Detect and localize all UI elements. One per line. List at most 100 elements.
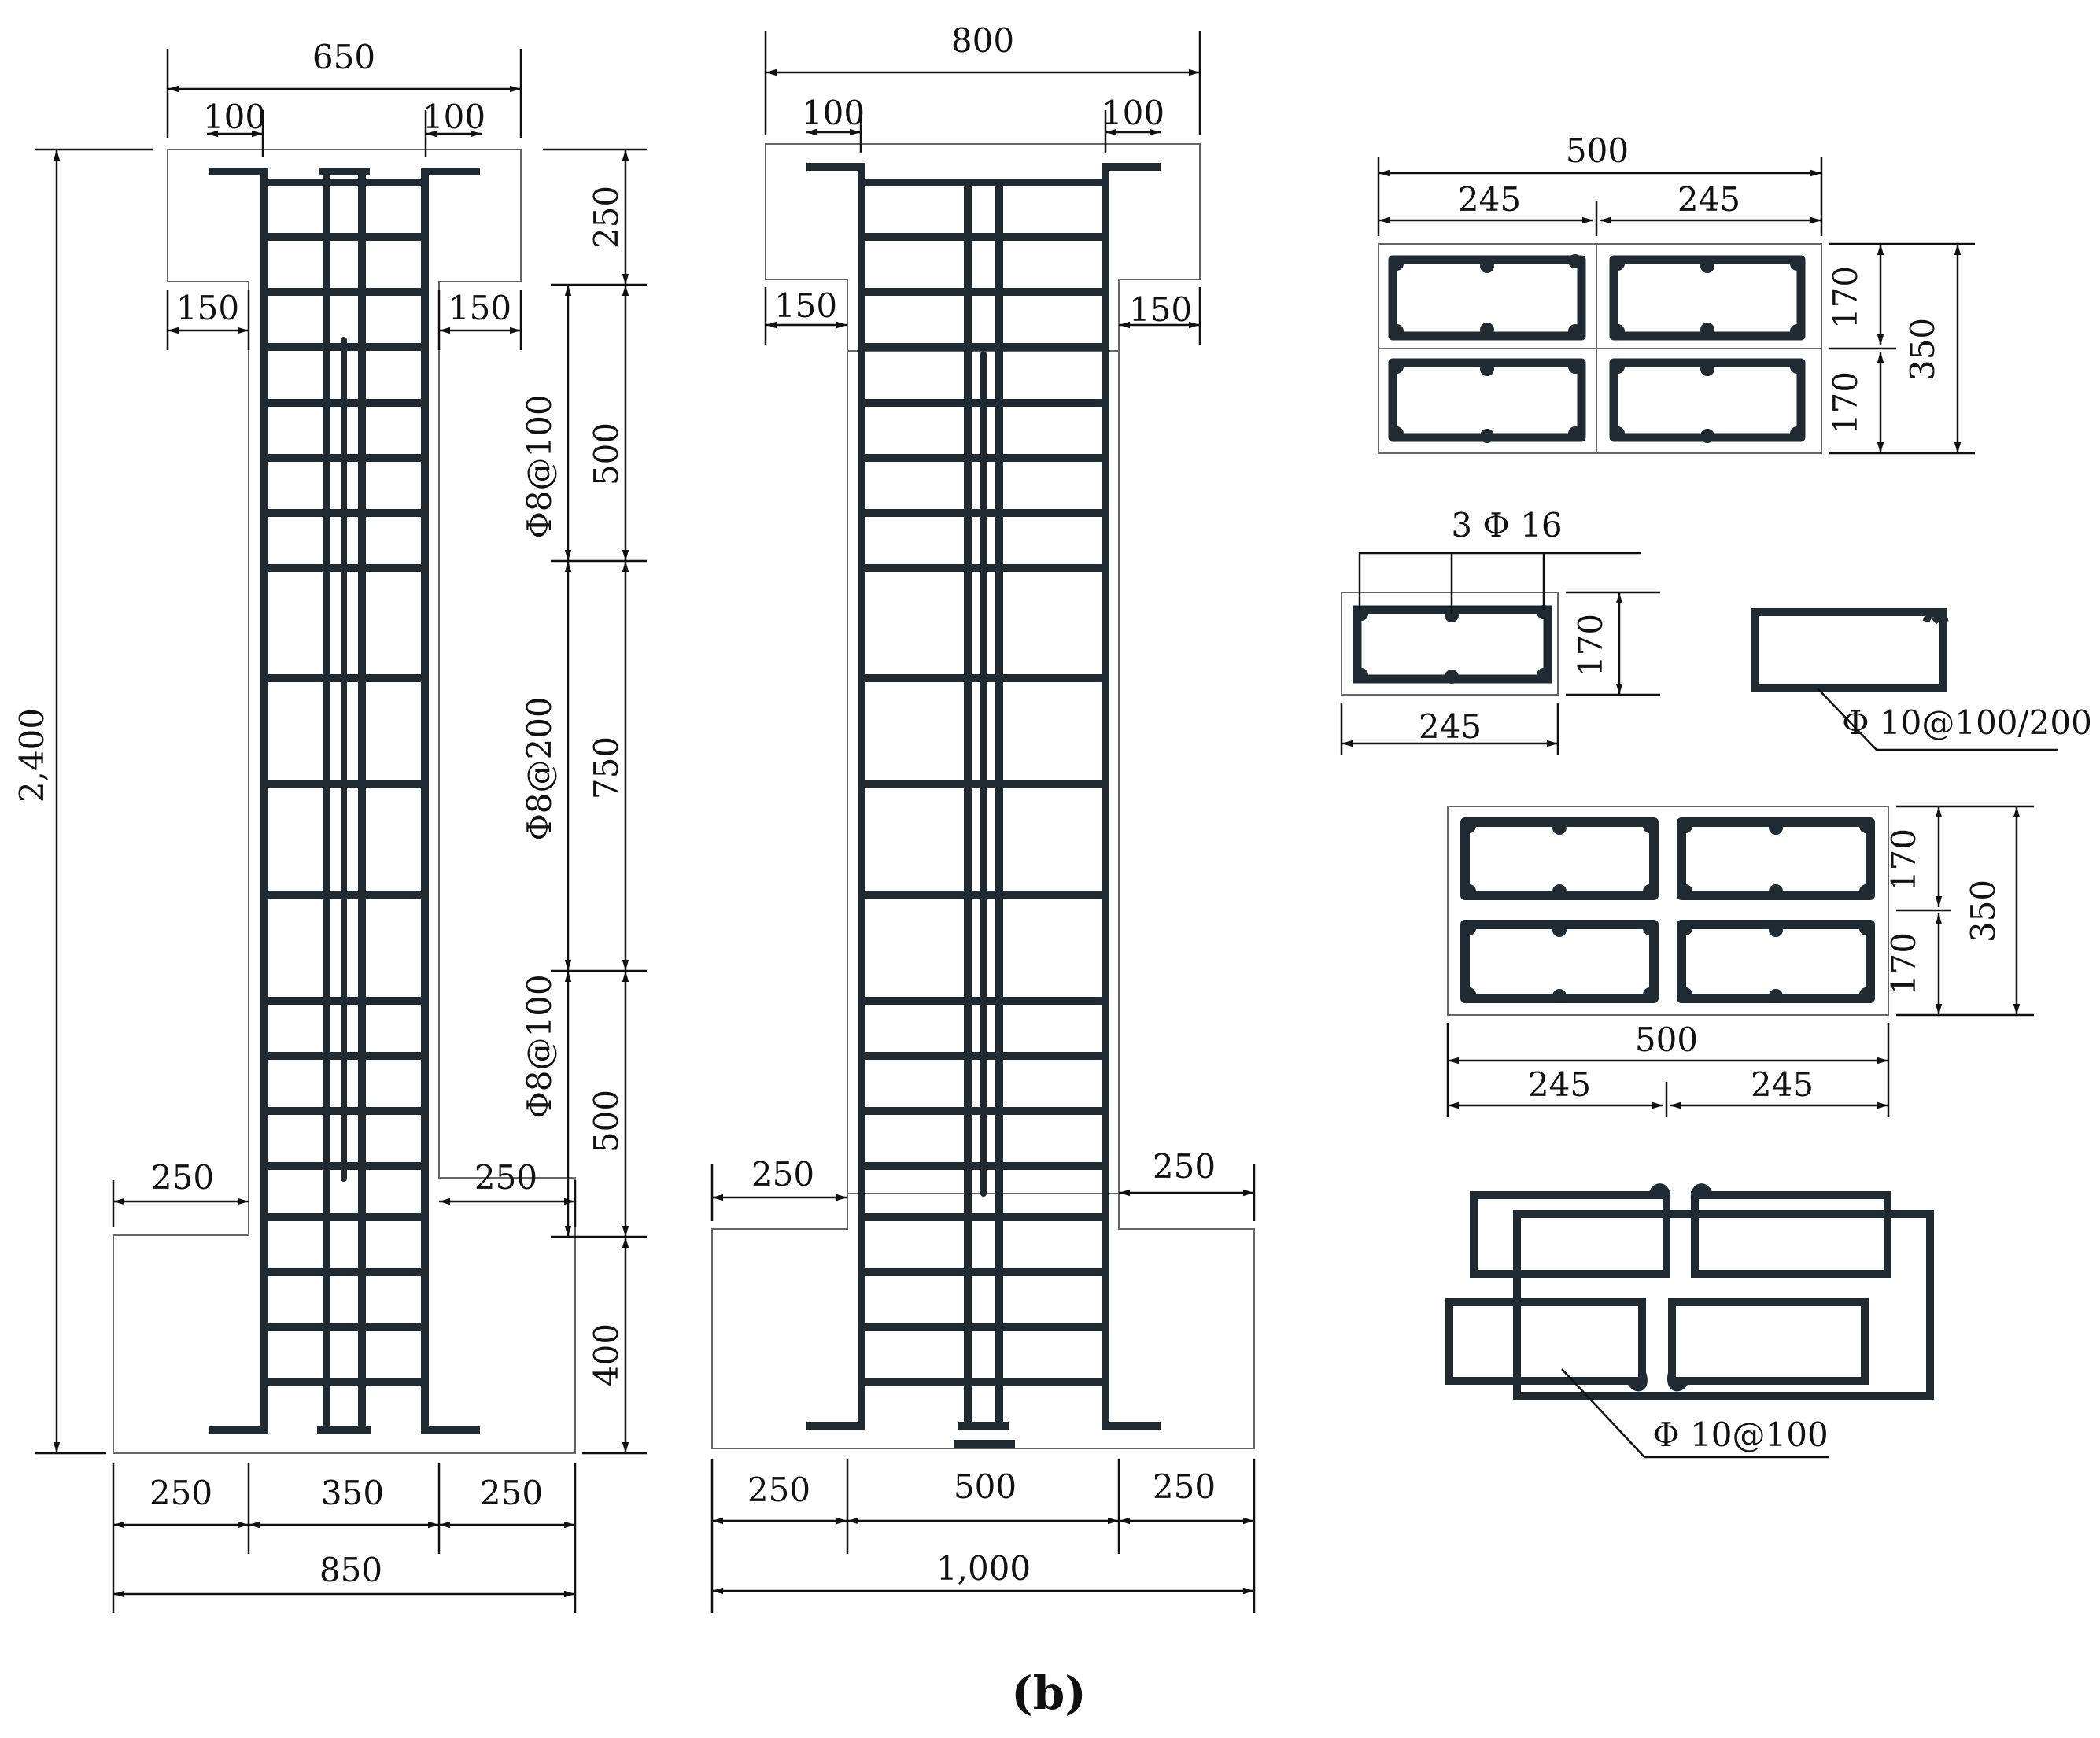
rebar-dot — [1790, 256, 1804, 271]
rebar-dot — [1445, 608, 1459, 622]
dim-bottom-b-right: 500 — [954, 1467, 1017, 1506]
rebar-dot — [1480, 362, 1494, 376]
rebar-dot — [1390, 324, 1404, 338]
rebar-dot — [1480, 259, 1494, 273]
rebar-dot — [1790, 324, 1804, 338]
stirrup-label-1: Φ8@100 — [520, 394, 559, 538]
dim-bottom-total-right: 1,000 — [936, 1549, 1031, 1588]
rebar-cage-right — [806, 163, 1161, 1448]
dim-base-right-right: 250 — [1153, 1147, 1216, 1186]
section-top-h1: 170 — [1826, 266, 1865, 329]
rebar-dot — [1568, 254, 1582, 268]
rebar-dot — [1462, 921, 1476, 935]
rebar-dot — [1354, 607, 1368, 621]
section-cross-total: 350 — [1964, 880, 2002, 943]
dim-top-right-right: 100 — [1102, 94, 1164, 132]
dim-bottom-c-left: 250 — [480, 1474, 543, 1512]
rebar-dot — [1462, 987, 1476, 1002]
rebar-dot — [1611, 426, 1625, 441]
rebar-dot — [1611, 256, 1625, 271]
stirrup-label-3: Φ8@100 — [520, 974, 559, 1118]
elevation-right: 800 100 100 150 150 250 250 250 500 250 … — [710, 21, 1256, 1613]
dim-top-right-left: 100 — [423, 98, 485, 136]
section-top-h2: 170 — [1826, 371, 1865, 434]
rebar-dot — [1643, 921, 1657, 935]
rebar-dot — [1480, 429, 1494, 443]
stirrup-box — [1445, 1298, 1646, 1385]
dim-bottom-total-left: 850 — [319, 1551, 382, 1589]
dim-seg-5: 400 — [587, 1323, 626, 1386]
rebar-dot — [1568, 324, 1582, 338]
rebar-dot — [1678, 921, 1692, 935]
rebar-dot — [1611, 360, 1625, 374]
rebar-dot — [1700, 362, 1714, 376]
rebar-dot — [1480, 323, 1494, 337]
rebar-dot — [1643, 987, 1657, 1002]
elevation-left: 650 100 100 150 150 250 250 250 350 250 … — [13, 38, 647, 1613]
section-top-half-left: 245 — [1458, 180, 1521, 219]
dim-base-left-left: 250 — [151, 1158, 214, 1197]
dim-height: 2,400 — [13, 708, 51, 803]
rebar-dot — [1859, 921, 1873, 935]
section-cross-half-left: 245 — [1528, 1065, 1591, 1104]
rebar-dot — [1859, 819, 1873, 833]
rebar-dot — [1552, 884, 1567, 899]
rebar-dot — [1568, 360, 1582, 374]
rebar-dot — [1678, 987, 1692, 1002]
dim-bottom-a-right: 250 — [747, 1470, 810, 1509]
rebar-dot — [1769, 821, 1783, 835]
stirrup-single: Φ 10@100/200 — [1751, 608, 2092, 751]
rebar-dot — [1445, 670, 1459, 684]
concrete-outline-left — [113, 149, 576, 1454]
rebar-dot — [1769, 923, 1783, 937]
rebar-dot — [1537, 605, 1551, 619]
stirrup-single-label: Φ 10@100/200 — [1842, 703, 2092, 742]
dimensions-left — [35, 49, 647, 1613]
section-top-total: 350 — [1903, 318, 1942, 381]
longitudinal-bar-right — [1102, 163, 1161, 1430]
section-cross: 170 170 350 500 245 245 — [1446, 805, 2034, 1117]
rebar-dot — [1552, 989, 1567, 1003]
longitudinal-bar-left — [209, 168, 268, 1434]
section-cross-h1: 170 — [1884, 828, 1923, 891]
rebar-dot — [1678, 819, 1692, 833]
dim-bottom-c-right: 250 — [1153, 1467, 1216, 1506]
rebar-dot — [1354, 668, 1368, 682]
rebar-dot — [1700, 323, 1714, 337]
rebar-dot — [1790, 426, 1804, 441]
rebar-dot — [1537, 668, 1551, 682]
section-single: 3 Φ 16 170 245 — [1340, 506, 1660, 755]
rebar-dot — [1859, 884, 1873, 899]
section-single-outline — [1341, 592, 1559, 696]
section-single-bars: 3 Φ 16 — [1451, 506, 1562, 544]
rebar-dot — [1678, 884, 1692, 899]
section-cross-outline — [1447, 806, 1889, 1016]
dim-top-overall-left: 650 — [312, 38, 375, 76]
rebar-dot — [1462, 819, 1476, 833]
rebar-dot — [1700, 429, 1714, 443]
stirrup-cross: Φ 10@100 — [1445, 1183, 1934, 1459]
section-single-width: 245 — [1419, 707, 1482, 746]
rebar-dot — [1700, 259, 1714, 273]
longitudinal-bar-right — [421, 168, 480, 1434]
rebar-dot — [1643, 884, 1657, 899]
section-top-width: 500 — [1566, 131, 1629, 170]
rebar-dot — [1462, 884, 1476, 899]
section-top: 500 245 245 170 170 350 — [1377, 131, 1975, 455]
rebar-dot — [1859, 987, 1873, 1002]
dim-flange-left-left: 150 — [176, 289, 239, 327]
dim-flange-right-left: 150 — [448, 289, 511, 327]
panel-label: (b) — [1011, 1666, 1086, 1720]
dim-base-right-left: 250 — [474, 1158, 537, 1197]
dim-flange-left-right: 150 — [774, 286, 837, 325]
stirrup-box — [1691, 1191, 1891, 1278]
section-single-height: 170 — [1571, 614, 1610, 677]
rebar-cage-left — [209, 168, 480, 1434]
dim-seg-3: 750 — [587, 736, 626, 799]
dim-flange-right-right: 150 — [1129, 290, 1192, 329]
rebar-dot — [1568, 426, 1582, 441]
stirrup-box — [1751, 608, 1947, 692]
stirrup-cross-label: Φ 10@100 — [1652, 1415, 1828, 1454]
stirrup-label-2: Φ8@200 — [520, 696, 559, 840]
